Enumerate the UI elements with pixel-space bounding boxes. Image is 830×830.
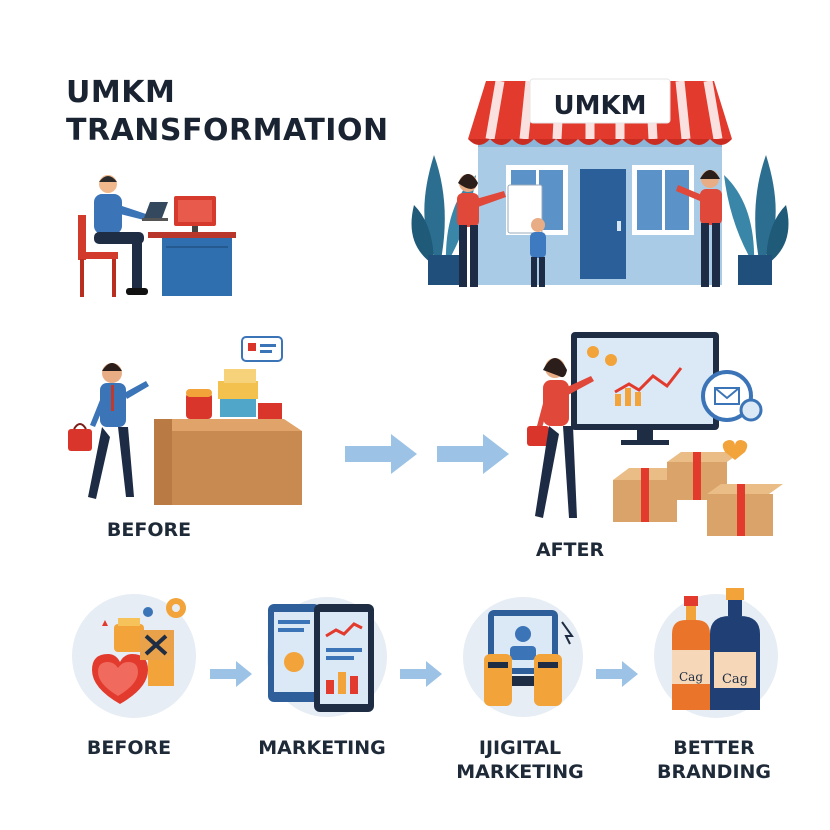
- storefront-illustration: [411, 78, 789, 287]
- step-marketing-icon: [267, 597, 387, 717]
- after-seller-illustration: [527, 332, 783, 536]
- step-digital-marketing-icon: [463, 597, 583, 717]
- bottle-left-label: Cag: [678, 670, 704, 684]
- step-digital-label-line1: IJIGITAL: [478, 737, 562, 759]
- step-branding-label-line1: BETTER: [673, 737, 755, 759]
- step-better-branding-icon: [654, 588, 778, 718]
- middle-before-label: BEFORE: [106, 519, 192, 541]
- bottom-arrow-1: [210, 661, 252, 687]
- step-digital-label-line2: MARKETING: [456, 761, 584, 783]
- before-seller-illustration: [68, 336, 302, 505]
- shopkeeper-right: [676, 170, 722, 287]
- right-plant: [724, 155, 789, 285]
- child-figure: [530, 218, 546, 287]
- step-before-icon: [72, 594, 196, 718]
- delivery-boxes: [613, 440, 783, 536]
- title-line-2: TRANSFORMATION: [66, 113, 389, 148]
- step-branding-label-line2: BRANDING: [656, 761, 772, 783]
- bottle-right-label: Cag: [721, 672, 749, 687]
- middle-arrow-2: [437, 434, 509, 474]
- middle-after-label: AFTER: [535, 539, 605, 561]
- step-before-label: BEFORE: [86, 737, 172, 759]
- middle-arrow-1: [345, 434, 417, 474]
- desk-worker-illustration: [78, 175, 236, 297]
- bottom-arrow-3: [596, 661, 638, 687]
- page-title: UMKM TRANSFORMATION: [66, 74, 389, 150]
- store-sign: UMKM: [553, 91, 647, 121]
- title-line-1: UMKM: [66, 75, 176, 110]
- shopkeeper-left: [457, 174, 506, 287]
- bottom-arrow-2: [400, 661, 442, 687]
- step-marketing-label: MARKETING: [258, 737, 386, 759]
